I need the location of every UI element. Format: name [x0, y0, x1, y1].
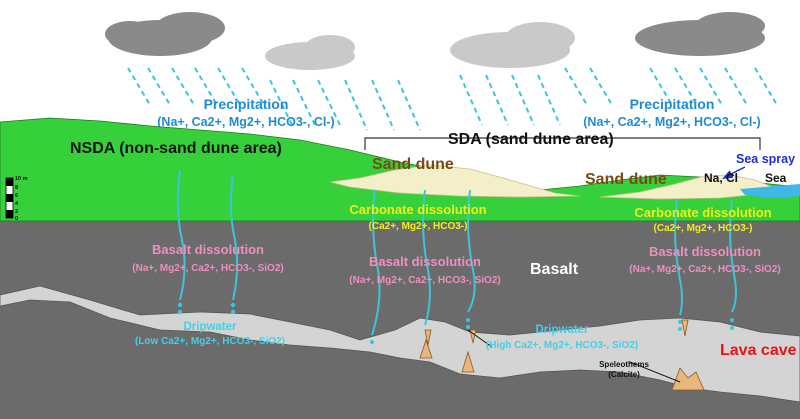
basalt-mid-ions: (Na+, Mg2+, Ca2+, HCO3-, SiO2)	[349, 275, 500, 286]
precip-left-ions: (Na+, Ca2+, Mg2+, HCO3-, Cl-)	[157, 115, 334, 129]
drip-right-title: Dripwater	[535, 324, 589, 336]
precip-right-title: Precipitation	[630, 96, 715, 112]
scale-tick-8: 8	[15, 185, 18, 191]
rain-streaks	[127, 67, 778, 131]
nsda-label: NSDA (non-sand dune area)	[70, 140, 282, 157]
sea-spray-arrow	[722, 166, 746, 179]
carb-left-ions: (Ca2+, Mg2+, HCO3-)	[369, 221, 468, 232]
scale-bar: 10 m 8 6 4 2 0	[5, 176, 28, 222]
basalt-right-ions: (Na+, Mg2+, Ca2+, HCO3-, SiO2)	[629, 264, 780, 275]
scale-tick-2: 2	[15, 209, 18, 215]
sea-spray-label: Sea spray	[736, 152, 795, 166]
cloud-4	[635, 12, 765, 56]
sea	[740, 184, 800, 198]
drip-left-title: Dripwater	[183, 321, 237, 333]
carb-left-title: Carbonate dissolution	[349, 202, 486, 217]
infiltration-paths	[176, 169, 737, 336]
basalt-left-ions: (Na+, Mg2+, Ca2+, HCO3-, SiO2)	[132, 263, 283, 274]
cloud-3	[450, 22, 575, 68]
sand-dune-right	[599, 174, 777, 200]
speleothems-shapes	[419, 319, 705, 391]
sand-dune-left-label: Sand dune	[372, 156, 454, 173]
precip-left-title: Precipitation	[204, 96, 289, 112]
calcite-label: (Calcite)	[608, 370, 640, 379]
carb-right-title: Carbonate dissolution	[634, 205, 771, 220]
scale-tick-0: 0	[15, 216, 18, 222]
lava-cave-label: Lava cave	[720, 342, 797, 359]
sda-label: SDA (sand dune area)	[448, 131, 614, 148]
drip-left-ions: (Low Ca2+, Mg2+, HCO3-, SiO2)	[135, 336, 285, 347]
sda-bracket	[364, 137, 761, 150]
sand-dune-left	[329, 164, 581, 198]
lava-cave-cavity	[0, 285, 800, 403]
cloud-1	[105, 12, 225, 56]
scale-tick-6: 6	[15, 193, 18, 199]
sea-label: Sea	[765, 171, 787, 185]
sand-dune-right-label: Sand dune	[585, 171, 667, 188]
speleothems-label: Speleothems	[599, 360, 649, 369]
dripwater-leaders	[467, 329, 681, 383]
drip-dots	[177, 302, 734, 344]
cloud-2	[265, 35, 355, 70]
drip-right-ions: (High Ca2+, Mg2+, HCO3-, SiO2)	[486, 340, 638, 351]
basalt-label: Basalt	[530, 261, 579, 278]
precip-right-ions: (Na+, Ca2+, Mg2+, HCO3-, Cl-)	[583, 115, 760, 129]
basalt-left-title: Basalt dissolution	[152, 242, 264, 257]
basalt-mid-title: Basalt dissolution	[369, 254, 481, 269]
scale-tick-4: 4	[15, 201, 19, 207]
basalt-right-title: Basalt dissolution	[649, 244, 761, 259]
carb-right-ions: (Ca2+, Mg2+, HCO3-)	[654, 223, 753, 234]
scale-bar-unit: 10 m	[15, 176, 28, 182]
na-cl-label: Na, Cl	[704, 171, 738, 185]
